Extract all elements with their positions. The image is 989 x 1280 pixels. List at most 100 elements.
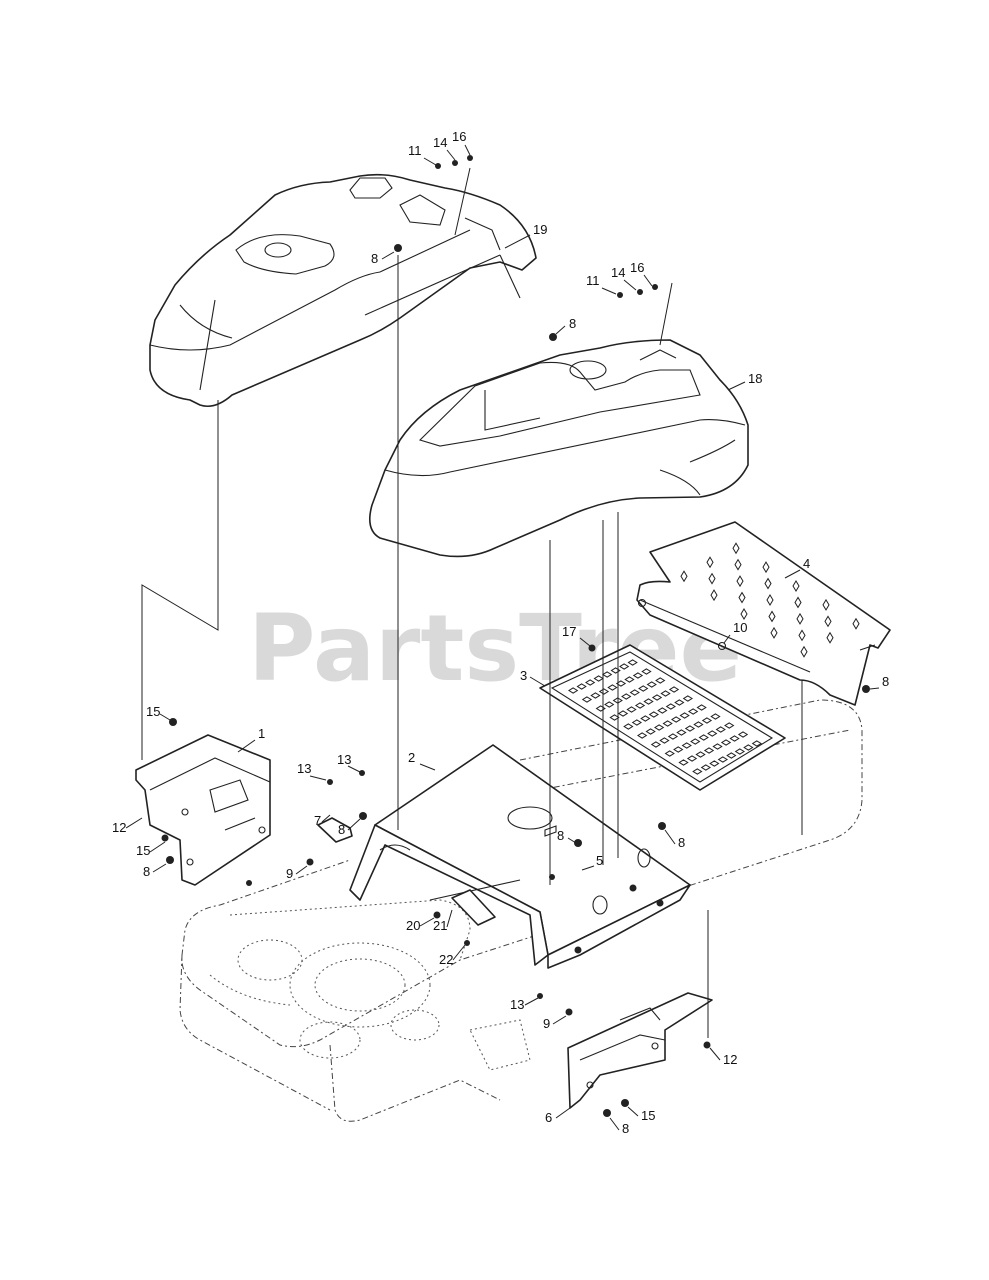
tread-diamond bbox=[726, 752, 737, 759]
tread-diamond bbox=[626, 706, 637, 713]
callout-c8h: 8 bbox=[622, 1121, 629, 1136]
tread-diamond bbox=[632, 672, 644, 679]
tread-diamond bbox=[654, 724, 665, 731]
callout-c8g: 8 bbox=[143, 864, 150, 879]
part-6-right-bracket bbox=[567, 992, 713, 1109]
tread-diamond bbox=[826, 631, 834, 644]
callout-c3: 3 bbox=[520, 668, 527, 683]
tread-diamond bbox=[602, 671, 613, 678]
tread-diamond bbox=[665, 703, 676, 710]
part-21-bracket bbox=[451, 889, 496, 926]
tread-diamond bbox=[593, 675, 604, 682]
tread-diamond bbox=[631, 719, 642, 726]
tread-diamond bbox=[623, 723, 634, 730]
tread-diamond bbox=[645, 728, 656, 735]
tread-diamond bbox=[824, 615, 832, 628]
tread-diamond bbox=[852, 617, 860, 630]
hardware-fasteners bbox=[161, 155, 870, 1117]
tread-diamond bbox=[729, 735, 740, 742]
tread-diamond bbox=[638, 685, 649, 692]
tread-diamond bbox=[700, 764, 711, 771]
callout-c17: 17 bbox=[562, 624, 576, 639]
tread-diamond bbox=[734, 748, 745, 755]
tread-diamond bbox=[710, 589, 718, 602]
callout-c12b: 12 bbox=[723, 1052, 737, 1067]
callout-c13c: 13 bbox=[510, 997, 524, 1012]
callout-c19: 19 bbox=[533, 222, 547, 237]
tread-diamond bbox=[770, 626, 778, 639]
part-4-footrest-plate bbox=[636, 521, 891, 706]
tread-diamond bbox=[794, 596, 802, 609]
tread-diamond bbox=[634, 702, 646, 709]
tread-diamond bbox=[680, 570, 688, 583]
tread-diamond bbox=[792, 580, 800, 592]
tread-diamond bbox=[734, 558, 742, 571]
callout-c13a: 13 bbox=[337, 752, 351, 767]
floor-mat-tread-diamonds bbox=[568, 659, 762, 775]
tread-diamond bbox=[598, 688, 610, 695]
tread-diamond bbox=[617, 710, 629, 717]
callout-c2: 2 bbox=[408, 750, 415, 765]
tread-diamond bbox=[607, 684, 618, 691]
part-2-center-platform bbox=[349, 744, 691, 969]
callout-c8b: 8 bbox=[569, 316, 576, 331]
tread-diamond bbox=[648, 711, 659, 718]
callout-c13b: 13 bbox=[297, 761, 311, 776]
tread-diamond bbox=[701, 717, 713, 724]
tread-diamond bbox=[637, 732, 648, 739]
callout-c9a: 9 bbox=[286, 866, 293, 881]
tread-diamond bbox=[650, 741, 662, 748]
tread-diamond bbox=[667, 733, 679, 740]
tread-diamond bbox=[643, 698, 654, 705]
callout-c11a: 11 bbox=[408, 143, 422, 158]
tread-diamond bbox=[682, 695, 693, 702]
tread-diamond bbox=[768, 610, 776, 623]
callout-c9b: 9 bbox=[543, 1016, 550, 1031]
tread-diamond bbox=[737, 731, 749, 738]
tread-diamond bbox=[717, 756, 728, 763]
tread-diamond bbox=[709, 760, 720, 767]
tread-diamond bbox=[686, 755, 698, 762]
tread-diamond bbox=[740, 608, 748, 620]
tread-diamond bbox=[738, 591, 746, 604]
tread-diamond bbox=[743, 744, 754, 751]
tread-diamond bbox=[678, 759, 689, 766]
tread-diamond bbox=[657, 707, 668, 714]
tread-diamond bbox=[822, 598, 830, 611]
tread-diamond bbox=[604, 701, 615, 708]
tread-diamond bbox=[764, 577, 772, 590]
tread-diamond bbox=[800, 645, 808, 658]
tread-diamond bbox=[651, 694, 663, 701]
callout-c8a: 8 bbox=[371, 251, 378, 266]
tread-diamond bbox=[590, 692, 601, 699]
callout-c15c: 15 bbox=[641, 1108, 655, 1123]
tread-diamond bbox=[568, 687, 579, 694]
footrest-tread-diamonds bbox=[680, 542, 860, 658]
tread-diamond bbox=[692, 768, 703, 775]
callout-c11b: 11 bbox=[586, 273, 600, 288]
tread-diamond bbox=[766, 594, 774, 606]
tread-diamond bbox=[627, 659, 638, 666]
assembly-lines bbox=[141, 167, 803, 1038]
callout-c14a: 14 bbox=[433, 135, 447, 150]
tread-diamond bbox=[696, 704, 707, 711]
callout-c8e: 8 bbox=[557, 828, 564, 843]
part-18-front-console bbox=[369, 339, 749, 558]
callout-c1: 1 bbox=[258, 726, 265, 741]
tread-diamond bbox=[629, 689, 640, 696]
tread-diamond bbox=[707, 730, 718, 737]
callout-c10: 10 bbox=[733, 620, 747, 635]
callout-c16b: 16 bbox=[630, 260, 644, 275]
tread-diamond bbox=[732, 542, 740, 555]
tread-diamond bbox=[624, 676, 635, 683]
tread-diamond bbox=[688, 708, 699, 715]
tread-diamond bbox=[798, 629, 806, 642]
tread-diamond bbox=[619, 663, 630, 670]
callout-c8d: 8 bbox=[338, 822, 345, 837]
tread-diamond bbox=[581, 696, 593, 703]
tread-diamond bbox=[710, 713, 721, 720]
tread-diamond bbox=[646, 681, 657, 688]
callout-c7: 7 bbox=[314, 813, 321, 828]
